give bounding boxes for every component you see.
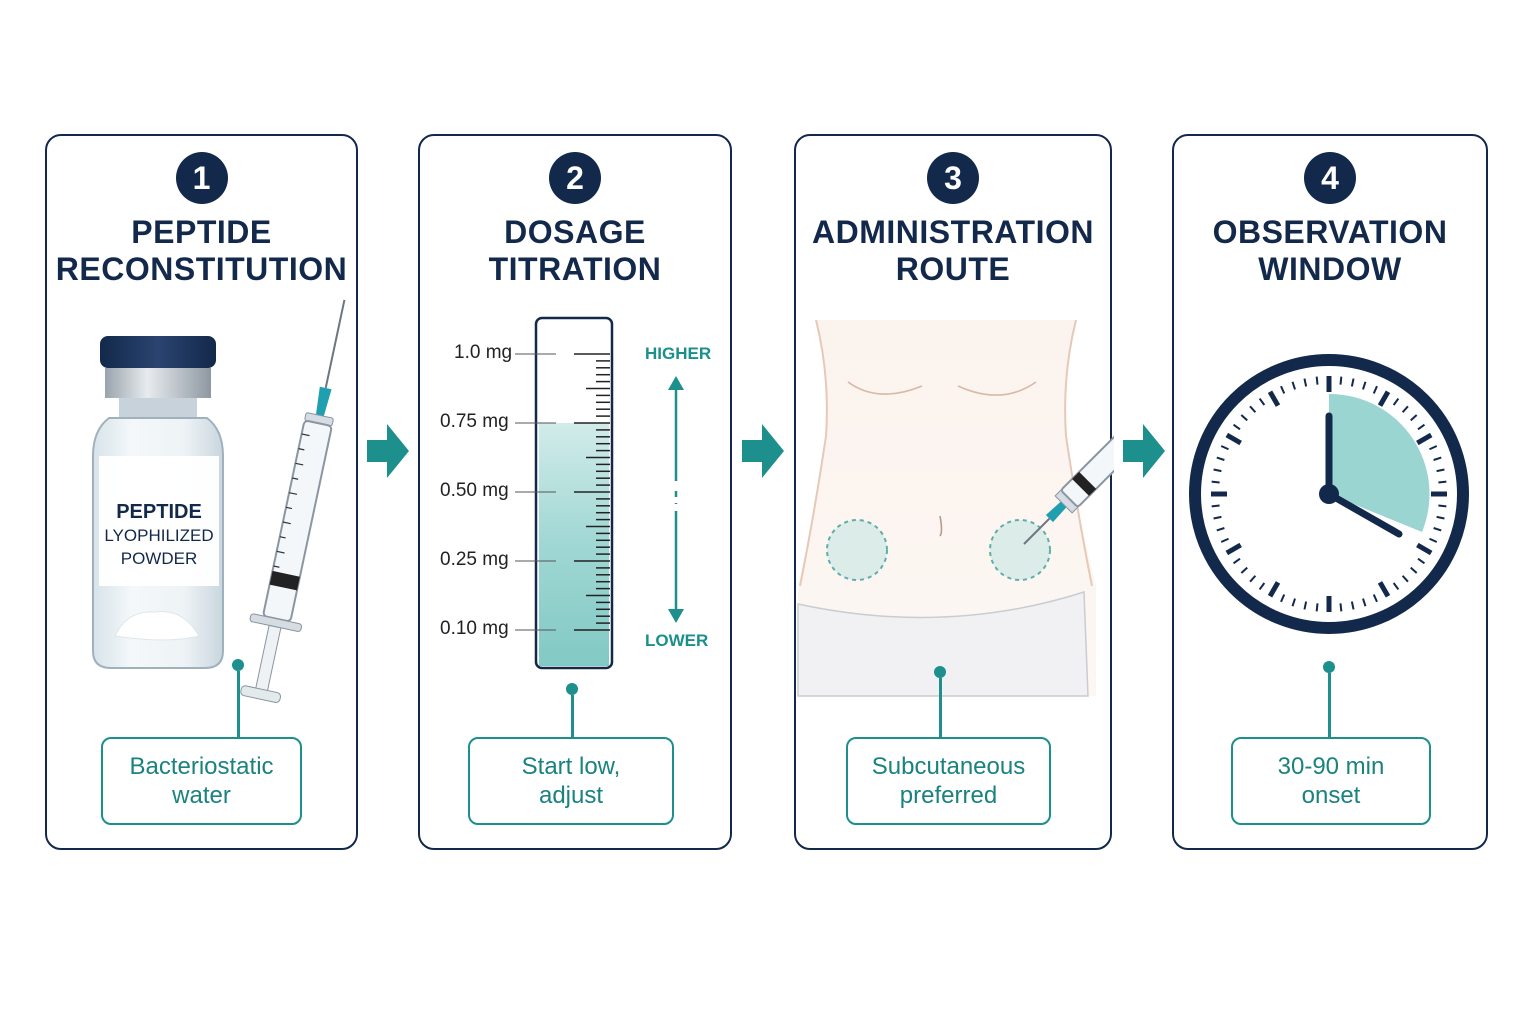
clock-tick <box>1213 468 1222 473</box>
clock-tick <box>1216 527 1225 532</box>
clock-tick <box>1392 582 1400 591</box>
clock-tick <box>1417 423 1426 431</box>
syringe-icon <box>240 299 346 703</box>
clock-tick <box>1433 527 1442 532</box>
step-1-note: Bacteriostatic water <box>101 737 302 825</box>
step-3-number: 3 <box>927 152 979 204</box>
step-3-note: Subcutaneous preferred <box>846 737 1051 825</box>
clock-tick <box>1438 480 1447 484</box>
clock-tick <box>1315 376 1319 385</box>
clock-tick <box>1339 603 1343 612</box>
clock-tick <box>1291 598 1296 607</box>
clock-tick <box>1350 378 1355 387</box>
clock-tick <box>1410 414 1418 422</box>
clock-tick <box>1267 581 1281 598</box>
clock-tick <box>1258 397 1266 406</box>
clock-tick <box>1362 598 1367 607</box>
clock-tick <box>1249 405 1257 413</box>
clock-tick <box>1410 566 1418 574</box>
vial-label-line3: POWDER <box>121 549 198 568</box>
clock-tick <box>1240 566 1248 574</box>
clock-tick <box>1211 504 1220 508</box>
clock-tick <box>1303 378 1308 387</box>
clock-tick <box>1339 376 1343 385</box>
clock-tick <box>1362 381 1367 390</box>
scale-label-3: 0.50 mg <box>440 480 509 501</box>
step-2-connector-dot <box>566 683 578 695</box>
step-1-connector-line <box>237 671 240 737</box>
clock-icon <box>1189 354 1469 634</box>
step-4-connector-line <box>1328 673 1331 737</box>
lower-label: LOWER <box>645 631 709 650</box>
step-4-connector-dot <box>1323 661 1335 673</box>
abdomen-icon <box>797 319 1114 697</box>
clock-tick <box>1258 582 1266 591</box>
step-2-connector-line <box>571 695 574 737</box>
step-3-title: ADMINISTRATION ROUTE <box>812 214 1094 287</box>
clock-tick <box>1280 594 1286 603</box>
vial-icon: PEPTIDE LYOPHILIZED POWDER <box>92 299 346 703</box>
arrow-right-icon <box>1123 424 1165 478</box>
clock-tick <box>1433 456 1442 461</box>
step-2-note: Start low, adjust <box>468 737 674 825</box>
clock-tick <box>1377 581 1391 598</box>
higher-label: HIGHER <box>645 344 712 363</box>
step-3-card: 3 ADMINISTRATION ROUTE Subcutaneous <box>794 134 1114 850</box>
clock-tick <box>1429 445 1438 451</box>
clock-tick <box>1267 390 1281 407</box>
clock-tick <box>1211 480 1220 484</box>
clock-tick <box>1249 575 1257 583</box>
clock-tick <box>1438 504 1447 508</box>
step-3-connector-dot <box>934 666 946 678</box>
clock-tick <box>1429 537 1438 543</box>
clock-tick <box>1225 432 1242 446</box>
clock-tick <box>1350 601 1355 610</box>
clock-tick <box>1416 432 1433 446</box>
scale-label-2: 0.75 mg <box>440 411 509 432</box>
clock-tick <box>1220 537 1229 543</box>
clock-tick <box>1240 414 1248 422</box>
clock-tick <box>1220 445 1229 451</box>
clock-tick <box>1225 542 1242 556</box>
step-1-number: 1 <box>175 152 228 204</box>
clock-tick <box>1377 390 1391 407</box>
dosage-cylinder-icon <box>515 316 684 670</box>
scale-label-5: 0.10 mg <box>440 618 509 639</box>
step-4-title: OBSERVATION WINDOW <box>1212 214 1448 287</box>
step-2-card: 2 DOSAGE TITRATION 1.0 mg 0.75 m <box>418 134 732 850</box>
clock-tick <box>1416 542 1433 556</box>
step-4-number: 4 <box>1304 152 1356 204</box>
clock-tick <box>1315 603 1319 612</box>
step-2-title: DOSAGE TITRATION <box>488 214 662 287</box>
clock-tick <box>1417 557 1426 565</box>
clock-tick <box>1401 575 1409 583</box>
arrow-right-icon <box>742 424 784 478</box>
vial-label-line2: LYOPHILIZED <box>104 526 213 545</box>
arrow-right-icon <box>367 424 409 478</box>
clock-tick <box>1303 601 1308 610</box>
clock-tick <box>1436 468 1445 473</box>
clock-tick <box>1216 456 1225 461</box>
step-1-card: 1 PEPTIDE RECONSTITUTION PEPTIDE LYOPHIL… <box>45 134 358 850</box>
scale-label-1: 1.0 mg <box>454 342 513 363</box>
clock-tick <box>1436 515 1445 520</box>
clock-tick <box>1232 423 1241 431</box>
scale-label-4: 0.25 mg <box>440 549 509 570</box>
vial-label-line1: PEPTIDE <box>116 501 202 523</box>
clock-tick <box>1392 397 1400 406</box>
clock-tick <box>1372 385 1378 394</box>
step-2-number: 2 <box>549 152 601 204</box>
step-4-card: 4 OBSERVATION WINDOW 30-90 min onset <box>1172 134 1488 850</box>
clock-tick <box>1213 515 1222 520</box>
step-1-connector-dot <box>232 659 244 671</box>
clock-tick <box>1232 557 1241 565</box>
clock-tick <box>1280 385 1286 394</box>
step-1-title: PEPTIDE RECONSTITUTION <box>55 214 348 287</box>
clock-tick <box>1401 405 1409 413</box>
step-4-note: 30-90 min onset <box>1231 737 1431 825</box>
clock-tick <box>1372 594 1378 603</box>
clock-tick <box>1291 381 1296 390</box>
step-3-connector-line <box>939 678 942 737</box>
